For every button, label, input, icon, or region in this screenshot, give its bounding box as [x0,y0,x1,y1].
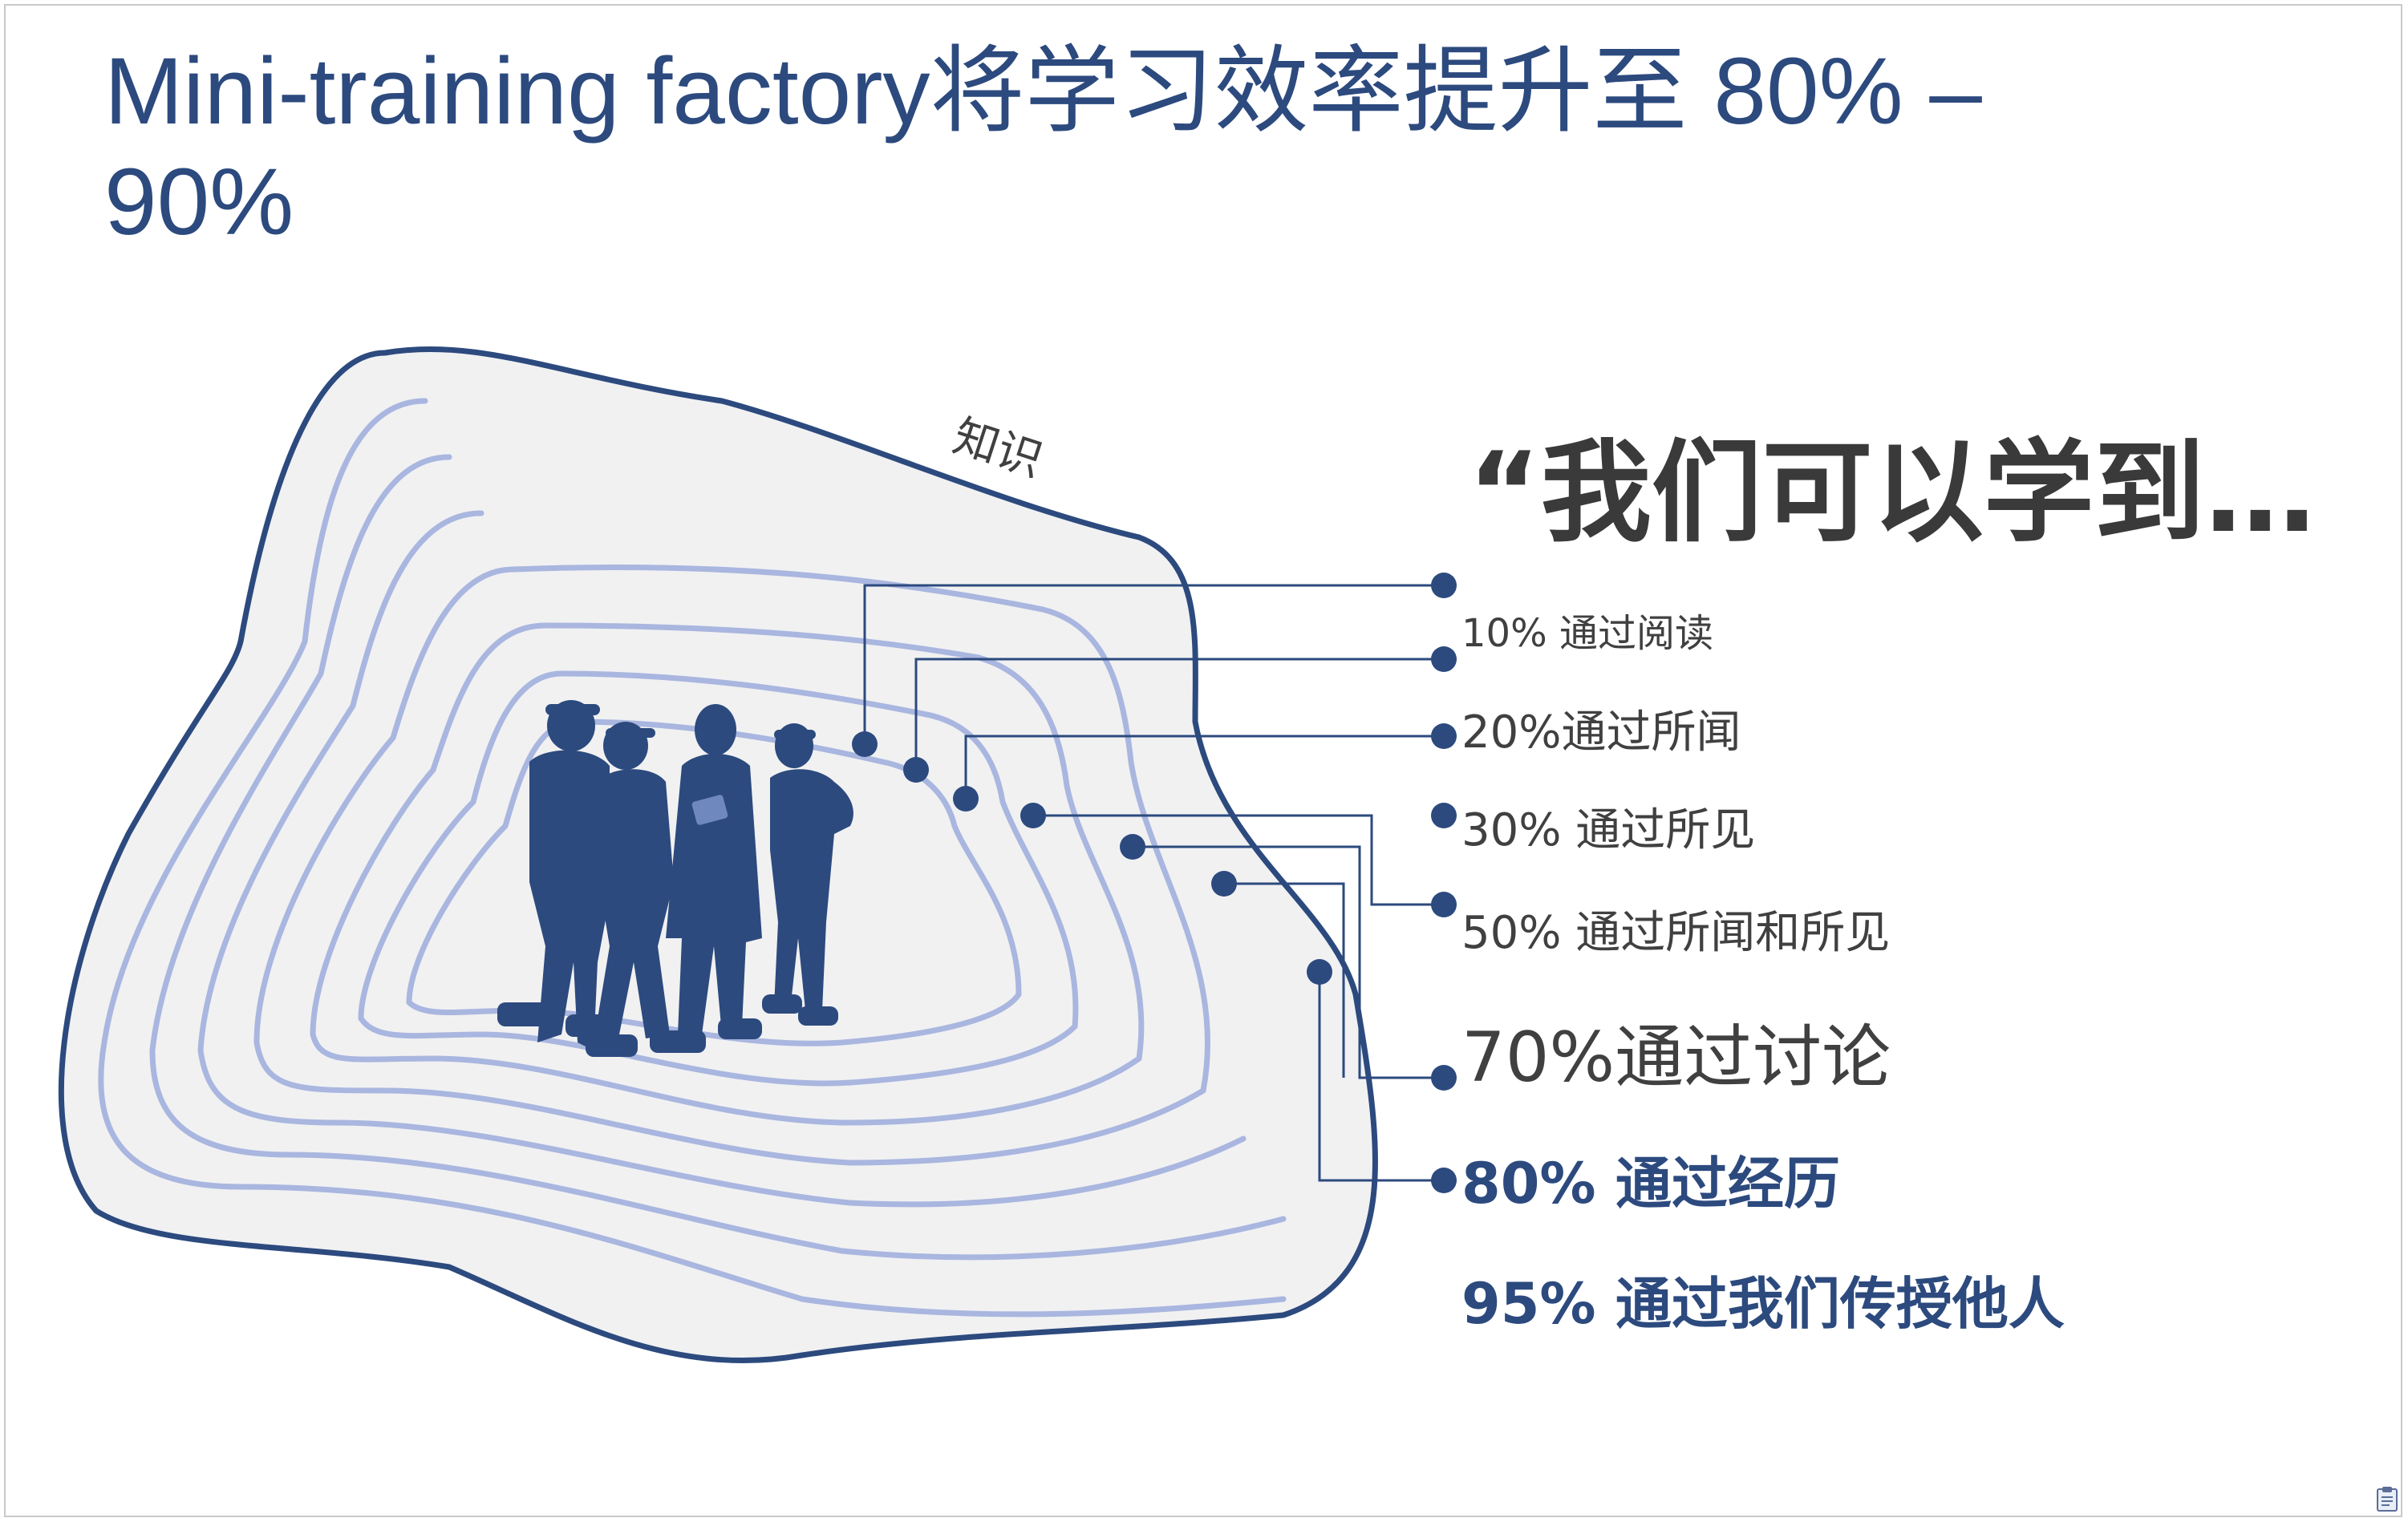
quote-heading: “我们可以学到… [1468,428,2316,557]
label-dot [1431,1168,1457,1193]
contour-line-3 [197,510,1247,1208]
label-dot [1431,573,1457,598]
level-label-70: 70%通过讨论 [1461,1018,1891,1098]
people-silhouette-icon [497,700,853,1057]
contour-line-6 [358,670,1079,1087]
leader-dot [1211,871,1237,897]
leader-dot [1120,834,1145,860]
contour-line-1 [98,398,1287,1318]
clipboard-icon[interactable] [2376,1485,2398,1512]
knowledge-label: 知识 [947,410,1049,487]
leader-dot [1020,803,1046,828]
level-label-80: 80% 通过经历 [1461,1151,1840,1216]
contour-line-7 [406,718,1022,1046]
leader-line-80 [1224,882,1345,1078]
level-label-20: 20%通过所闻 [1461,706,1741,759]
leader-dot [852,731,878,757]
leader-dot [953,786,979,812]
label-dot [1431,892,1457,917]
label-dot [1431,646,1457,672]
contour-line-4 [253,564,1211,1166]
leader-line-70 [1133,845,1444,1079]
contour-line-2 [149,454,1287,1261]
leader-line-10 [863,584,1444,744]
level-label-10: 10% 通过阅读 [1461,611,1713,656]
label-dot [1431,723,1457,749]
slide-frame [4,4,2402,1517]
label-dot [1431,1065,1457,1091]
contour-line-5 [310,622,1145,1126]
person-3-icon [658,704,762,1053]
leader-line-30 [964,735,1444,799]
leader-line-95 [1318,972,1444,1182]
leader-line-20 [914,658,1444,770]
level-label-30: 30% 通过所见 [1461,804,1756,856]
leader-line-50 [1033,814,1444,906]
level-label-50: 50% 通过所闻和所见 [1461,907,1891,959]
person-4-icon [762,723,853,1026]
label-dot [1431,803,1457,828]
level-label-95: 95% 通过我们传授他人 [1461,1271,2065,1337]
slide-title: Mini-training factory将学习效率提升至 80% – 90% [104,38,1982,255]
leader-dot [1307,959,1332,985]
leader-dot [903,757,929,783]
